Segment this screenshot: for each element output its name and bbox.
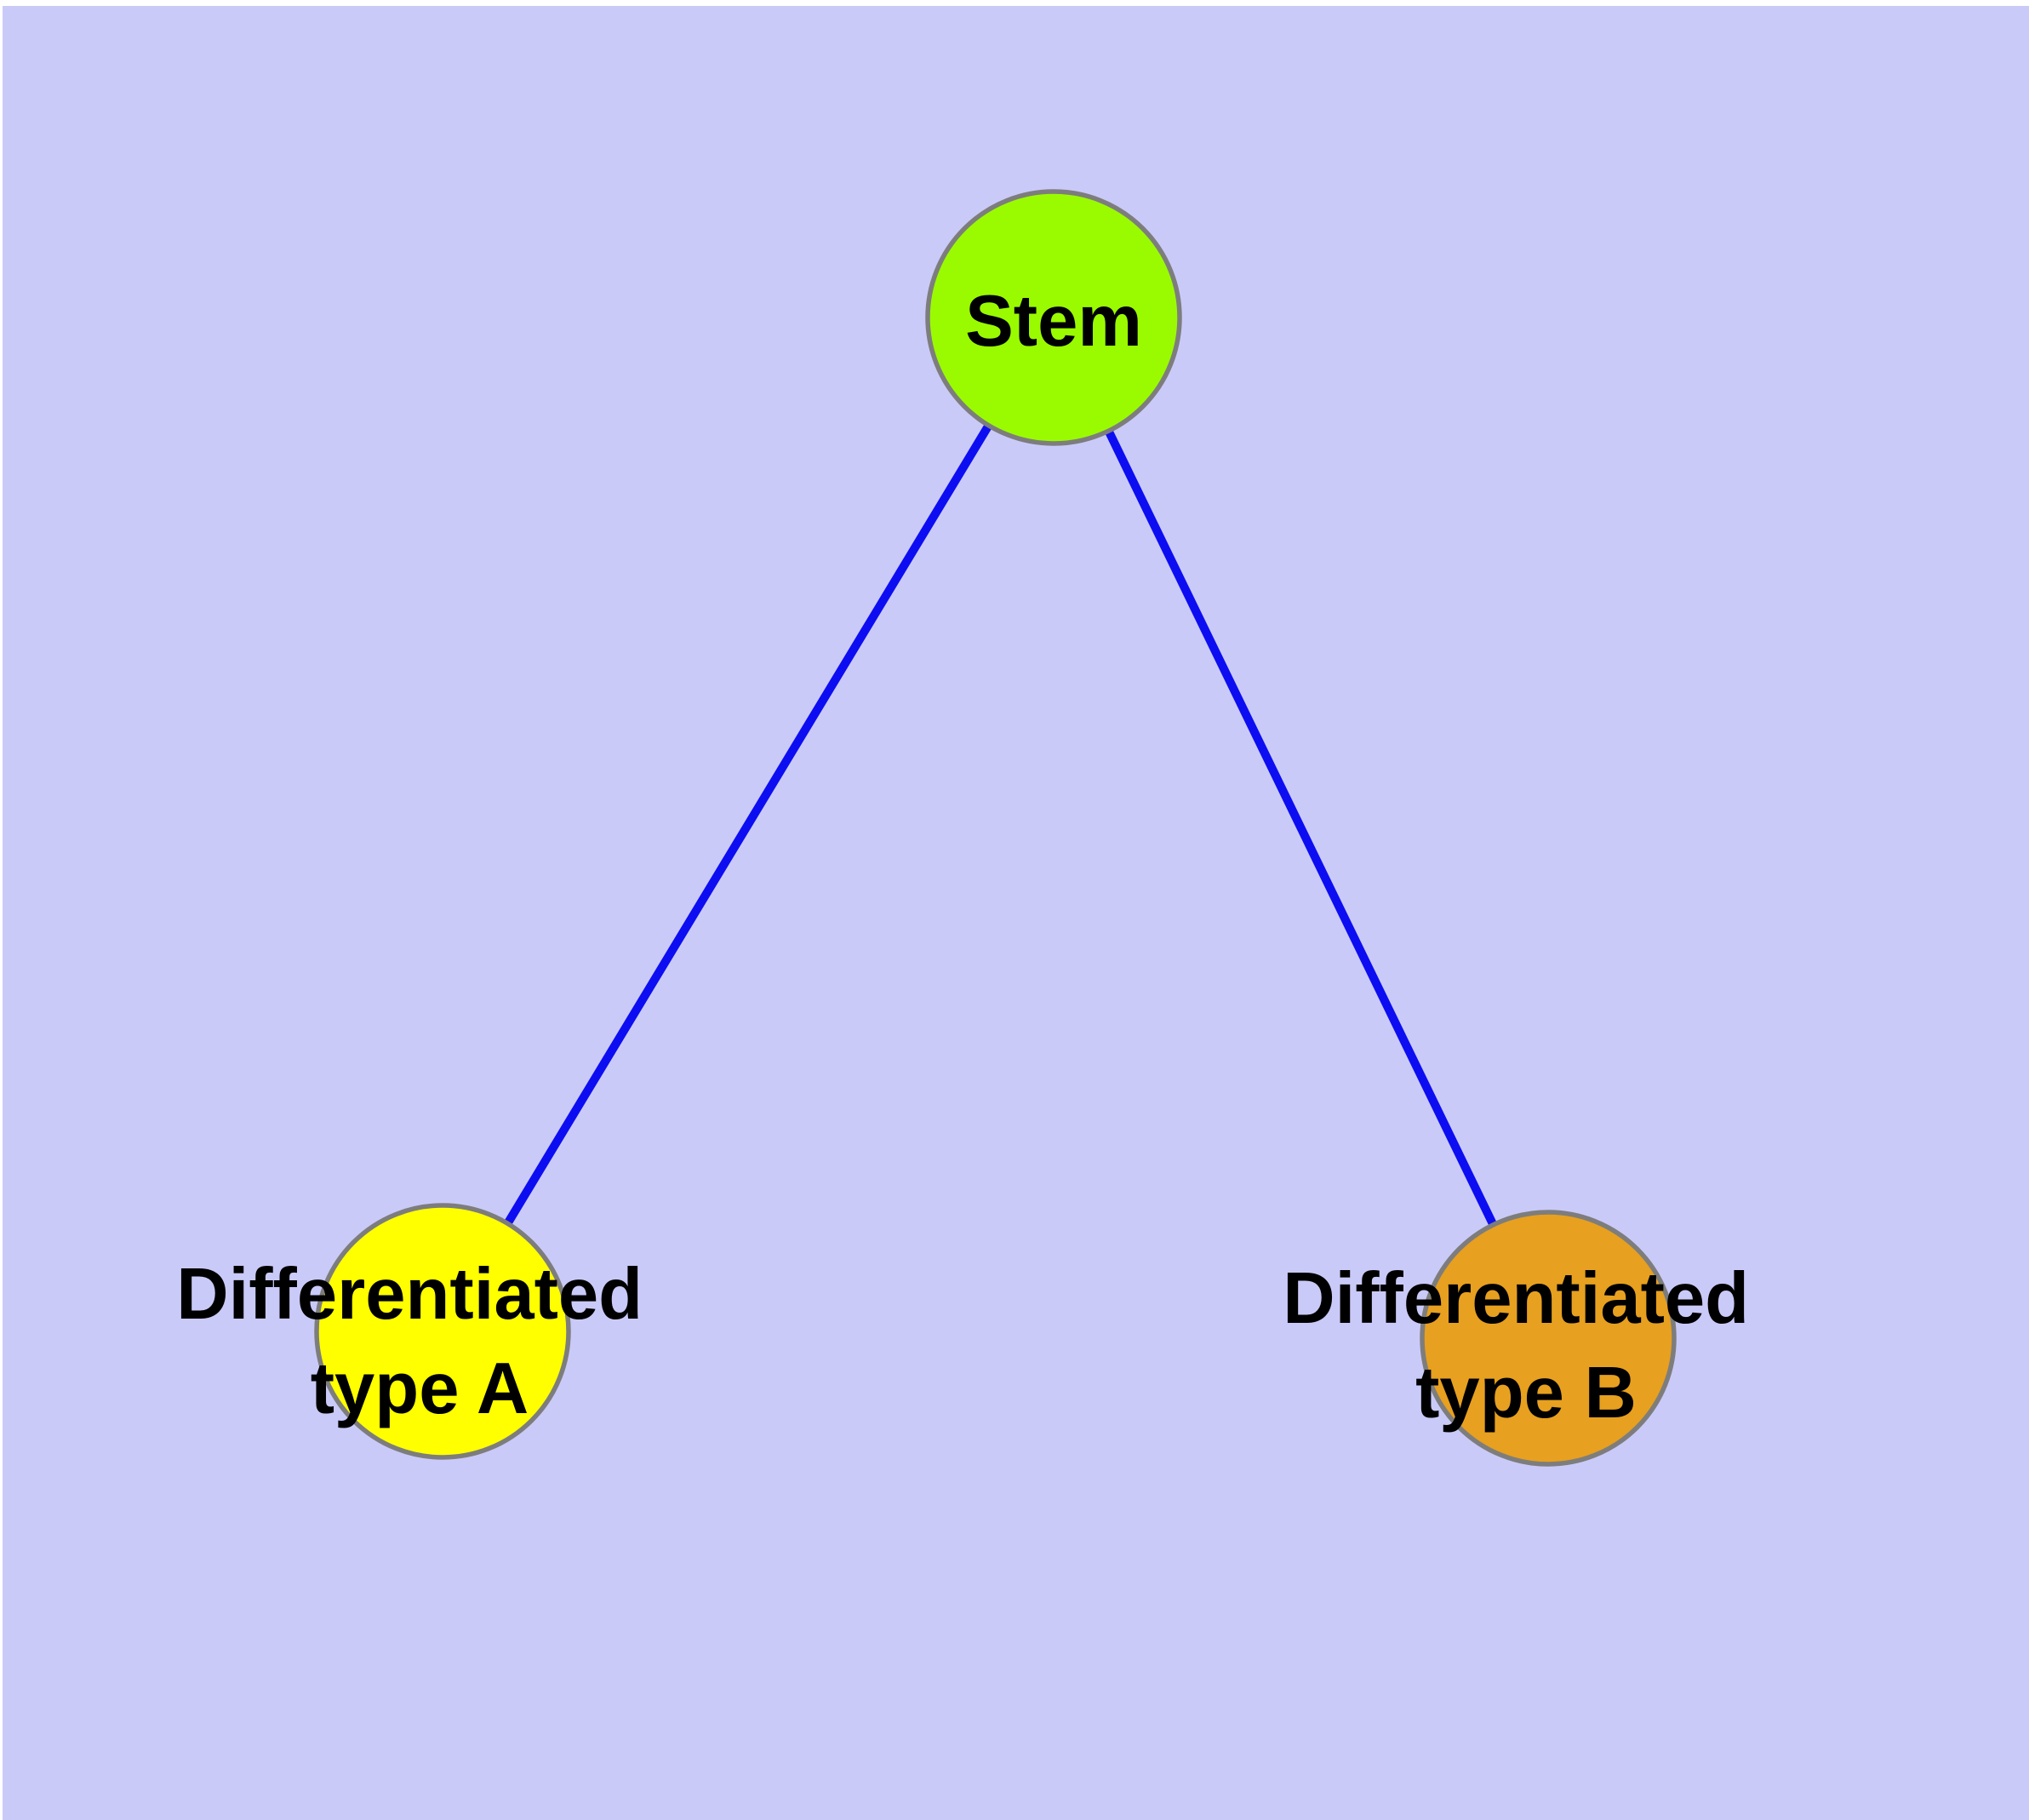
edge-stem-to-type-a — [438, 315, 1058, 1334]
node-type-a-label: Differentiated type A — [176, 1254, 662, 1429]
node-stem[interactable]: Stem — [925, 189, 1182, 446]
node-type-b-circle[interactable] — [1420, 1210, 1677, 1467]
node-type-a[interactable]: Differentiated type A — [176, 1203, 662, 1460]
node-type-b-label-line1: Differentiated — [1283, 1258, 1749, 1339]
node-type-b-label: Differentiated type B — [1283, 1258, 1769, 1434]
node-stem-label: Stem — [965, 281, 1142, 362]
node-type-a-label-line1: Differentiated — [176, 1254, 643, 1335]
node-type-a-label-line2: type A — [311, 1348, 529, 1429]
edge-stem-to-type-b — [1049, 315, 1552, 1341]
node-stem-circle[interactable] — [925, 189, 1182, 446]
node-type-a-circle[interactable] — [314, 1203, 571, 1460]
edges — [438, 315, 1552, 1341]
node-type-b[interactable]: Differentiated type B — [1283, 1210, 1769, 1467]
node-type-b-label-line2: type B — [1415, 1353, 1637, 1434]
